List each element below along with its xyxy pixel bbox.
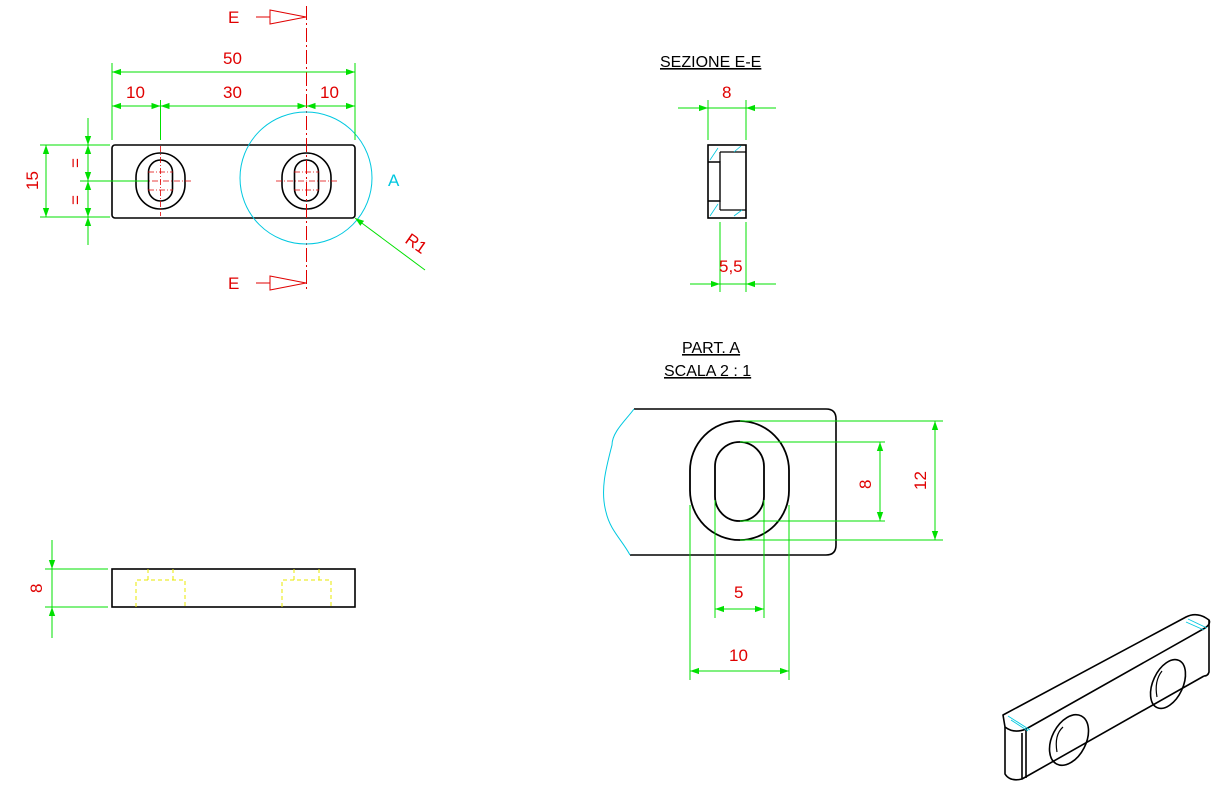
detail-title-line2: SCALA 2 : 1 <box>664 363 751 380</box>
dimension-hole-spacing: 30 <box>223 83 242 102</box>
section-view-outline <box>707 144 747 219</box>
iso-hole-right <box>1149 658 1187 710</box>
detail-circle-a <box>239 111 373 245</box>
section-width-label: 8 <box>722 83 731 102</box>
equal-mark-bottom: = <box>66 195 85 205</box>
detail-slot-width-label: 5 <box>734 583 743 602</box>
section-view: SEZIONE E-E 8 5,5 <box>660 54 776 292</box>
side-view-outline <box>111 568 356 608</box>
section-inner-width-label: 5,5 <box>719 257 743 276</box>
isometric-view <box>1002 613 1211 781</box>
detail-outer-width-label: 10 <box>729 646 748 665</box>
detail-slot-height-label: 8 <box>856 480 875 489</box>
iso-hole-left <box>1048 713 1090 767</box>
radius-leader <box>354 217 426 271</box>
section-mark-top: E <box>228 8 239 27</box>
radius-label: R1 <box>402 230 431 258</box>
equal-mark-top: = <box>66 158 85 168</box>
front-view: E E A R1 50 10 30 10 15 <box>23 6 430 293</box>
dimension-thickness-label: 8 <box>27 584 46 593</box>
dimension-right-offset: 10 <box>320 83 339 102</box>
section-mark-bottom: E <box>228 274 239 293</box>
detail-title-line1: PART. A <box>682 340 740 357</box>
detail-view: PART. A SCALA 2 : 1 8 12 5 10 <box>603 340 943 680</box>
dimension-height-label: 15 <box>23 171 42 190</box>
section-view-title: SEZIONE E-E <box>660 54 761 71</box>
detail-outer-height-label: 12 <box>911 471 930 490</box>
dimension-overall-width-label: 50 <box>223 49 242 68</box>
side-view: 8 <box>27 540 356 638</box>
detail-label-a: A <box>388 171 400 190</box>
detail-slot-outer <box>689 420 790 541</box>
detail-break-line <box>603 408 635 556</box>
detail-slot-inner <box>714 441 765 522</box>
detail-body-outline <box>630 408 837 556</box>
dimension-left-offset: 10 <box>126 83 145 102</box>
